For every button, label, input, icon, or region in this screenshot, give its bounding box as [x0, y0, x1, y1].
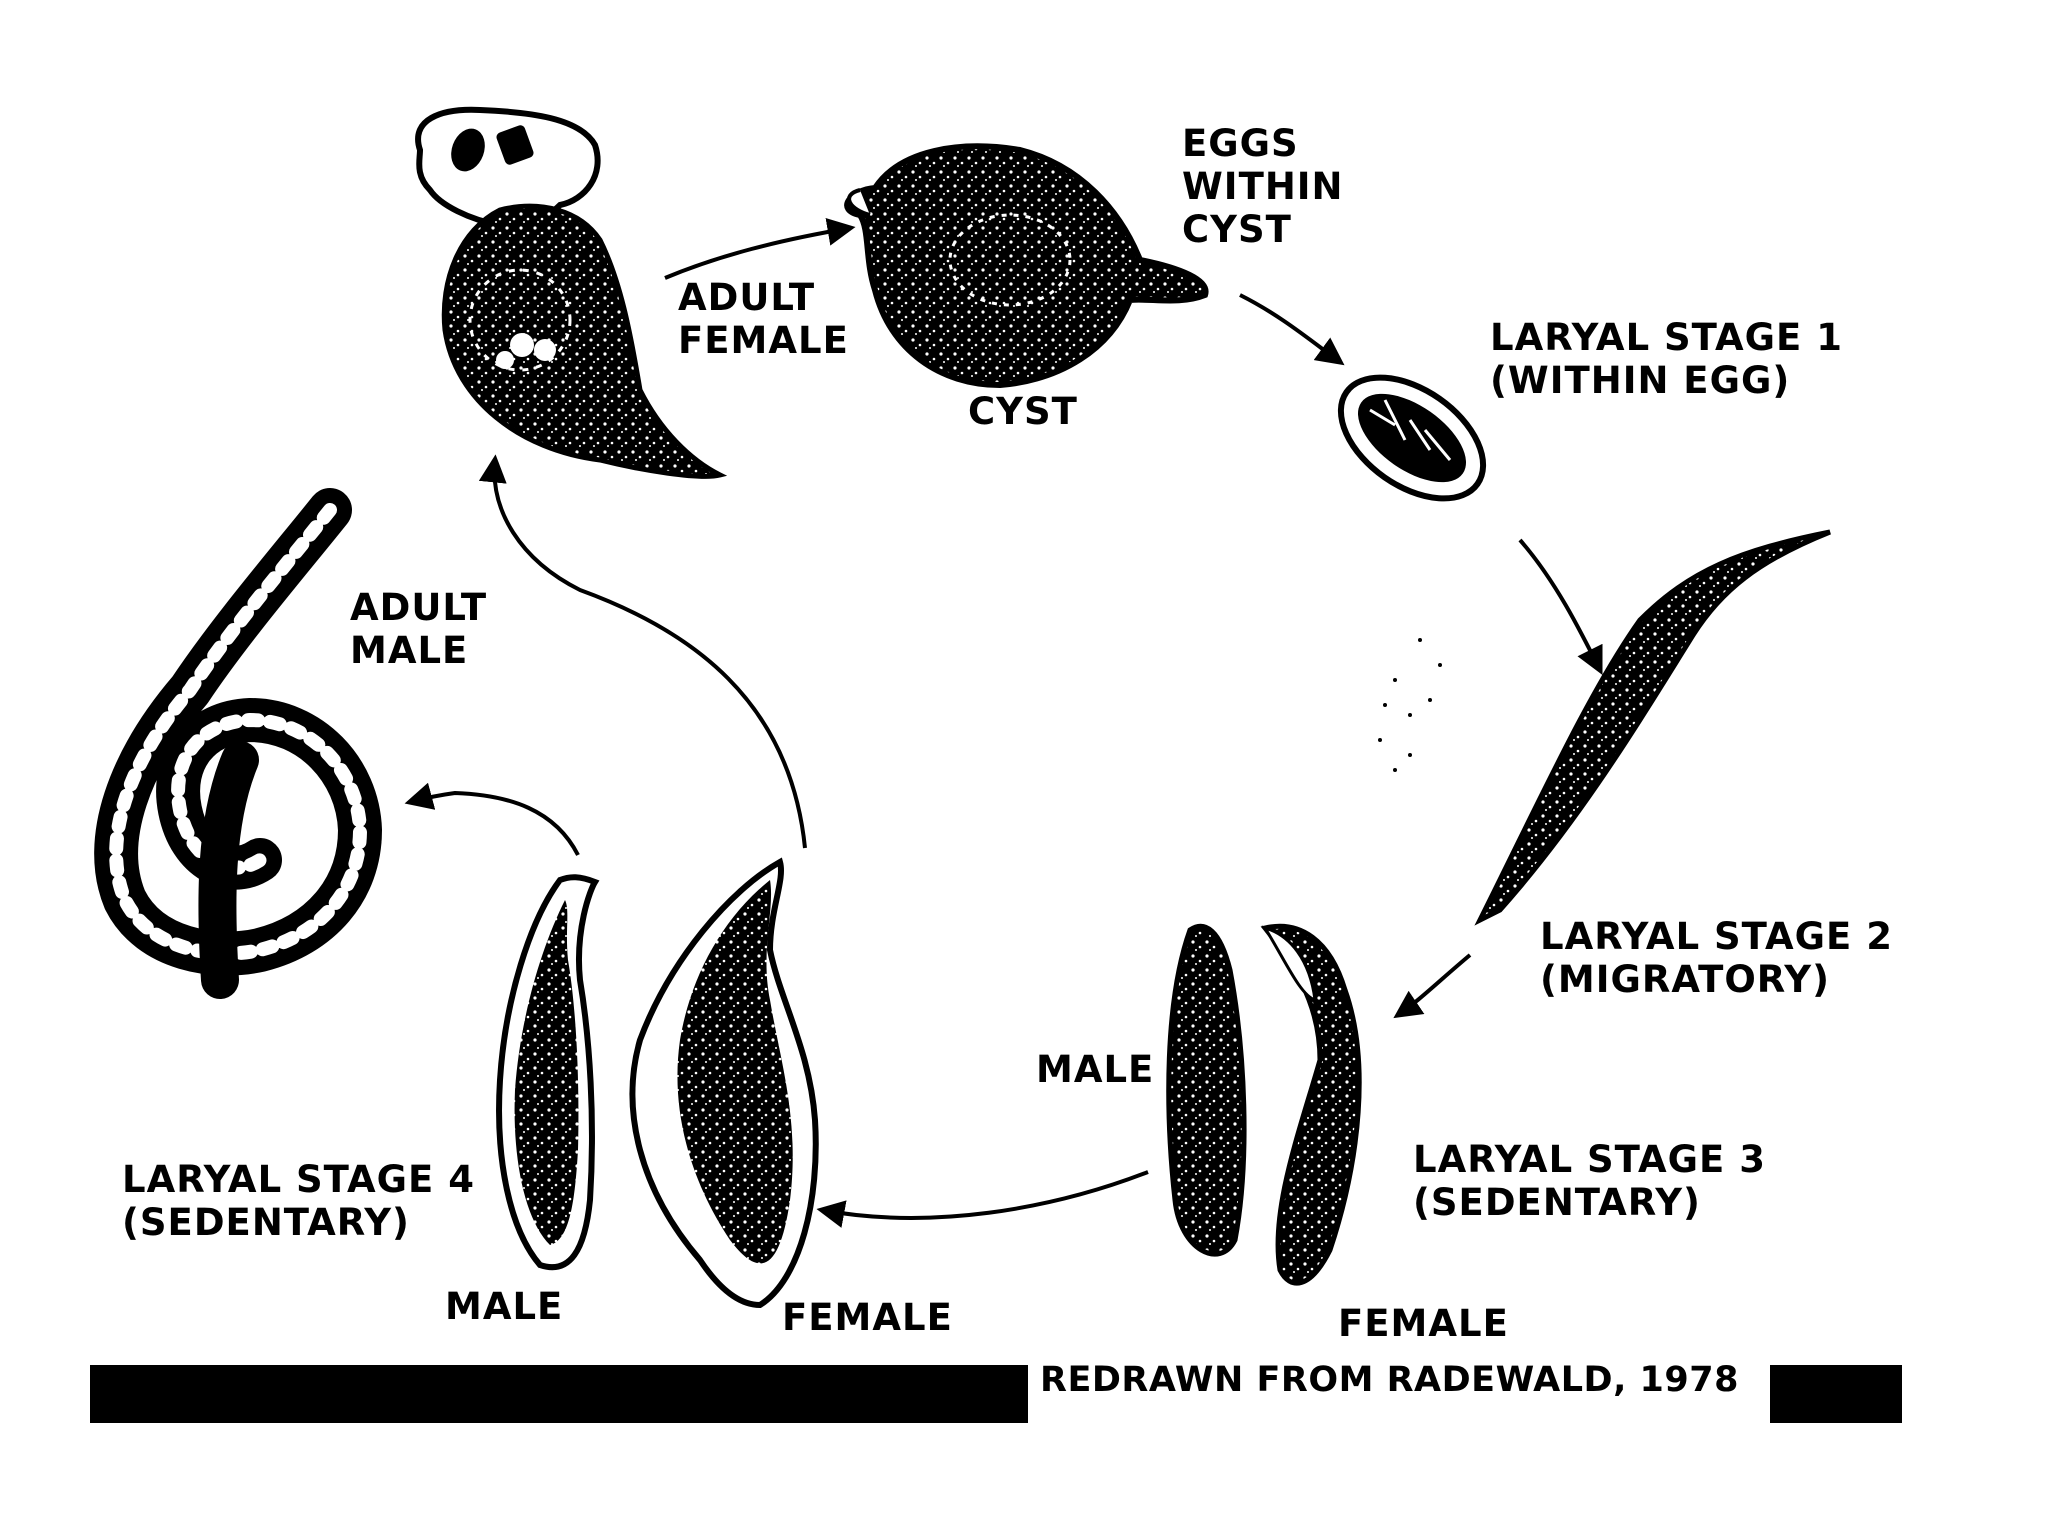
adult-male-drawing [94, 488, 383, 999]
larval-stage-4-male-drawing [496, 874, 600, 1271]
arrow-stage3-to-stage4 [816, 1170, 1149, 1228]
label-larval-stage-1: LARYAL STAGE 1(WITHIN EGG) [1490, 316, 1843, 402]
label-stage4-male: MALE [445, 1285, 564, 1328]
larval-stage-3-drawing [1166, 923, 1362, 1286]
footer-bar-left [90, 1365, 1028, 1423]
label-stage4-female: FEMALE [782, 1296, 953, 1339]
arrow-cyst-to-egg [1239, 293, 1345, 366]
arrow-egg-to-stage2 [1518, 538, 1603, 676]
larval-stage-4-female-drawing [629, 857, 819, 1309]
adult-female-drawing [415, 106, 728, 479]
larval-stage-2-drawing [1474, 529, 1831, 926]
footer-bar-right [1770, 1365, 1902, 1423]
label-larval-stage-2: LARYAL STAGE 2(MIGRATORY) [1540, 915, 1893, 1001]
label-larval-stage-3: LARYAL STAGE 3(SEDENTARY) [1413, 1138, 1766, 1224]
label-cyst: CYST [968, 390, 1078, 433]
label-stage3-female: FEMALE [1338, 1302, 1509, 1345]
label-stage3-male: MALE [1036, 1048, 1155, 1091]
cyst-drawing [844, 143, 1209, 389]
arrow-stage2-to-stage3 [1393, 953, 1472, 1019]
arrow-stage4-to-adult-female [478, 454, 807, 849]
arrow-female-to-cyst [664, 217, 856, 280]
egg-drawing [1337, 374, 1487, 502]
credit-line: REDRAWN FROM RADEWALD, 1978 [1040, 1360, 1739, 1400]
cycle-arrows [404, 217, 1603, 1228]
label-larval-stage-4: LARYAL STAGE 4(SEDENTARY) [122, 1158, 475, 1244]
arrow-stage4-to-adult-male [404, 782, 580, 856]
stipple-dots [1378, 638, 1442, 772]
